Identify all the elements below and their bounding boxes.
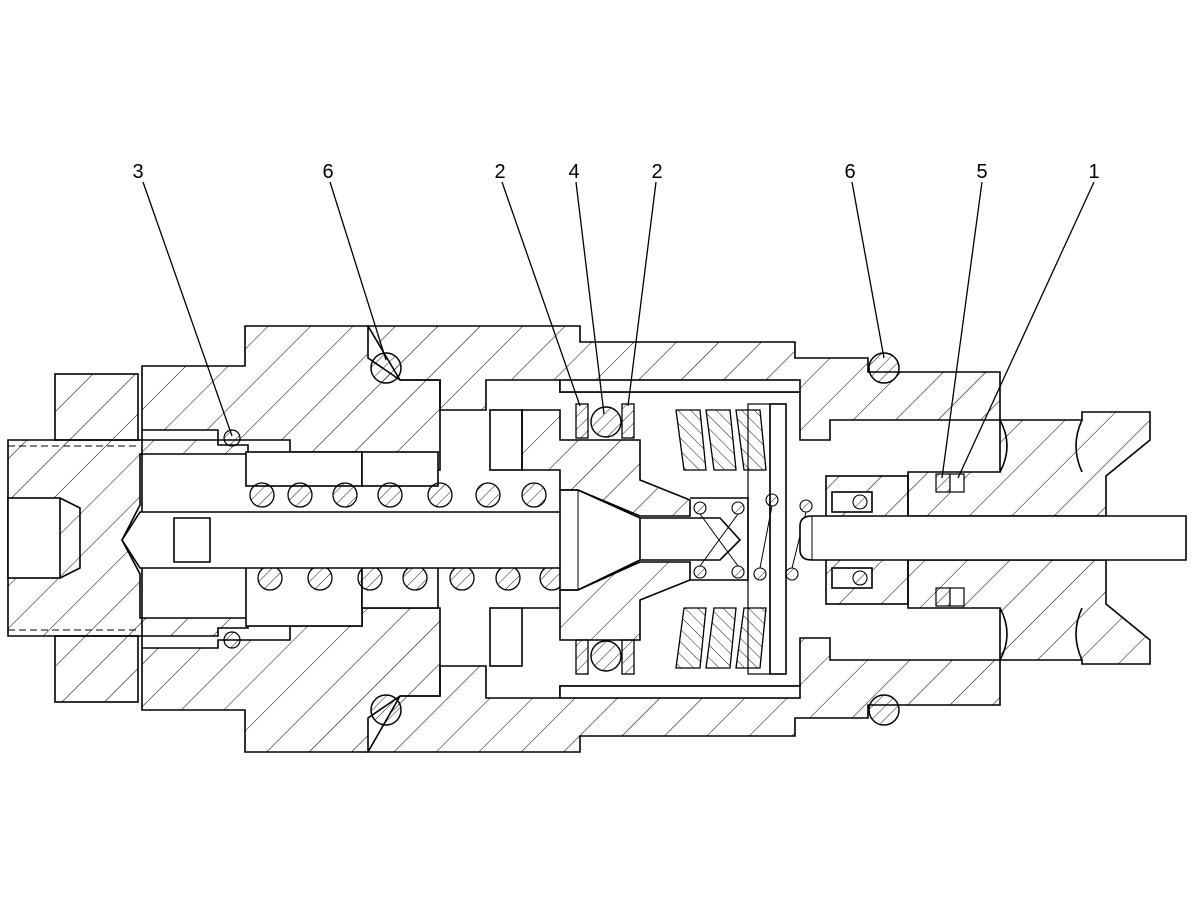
leader-2-right bbox=[627, 181, 657, 407]
callout-4: 4 bbox=[568, 161, 579, 183]
right-seal-pair bbox=[935, 473, 965, 607]
callout-3: 3 bbox=[132, 161, 143, 183]
center-coil-spring bbox=[690, 493, 813, 581]
leader-1 bbox=[957, 181, 1095, 479]
left-coil-spring bbox=[249, 482, 565, 591]
callout-leaders bbox=[142, 181, 1095, 479]
disc-spring-stack bbox=[675, 403, 787, 675]
left-end-fitting bbox=[7, 439, 249, 637]
callout-6-right: 6 bbox=[844, 161, 855, 183]
left-hex-nut bbox=[54, 373, 139, 703]
right-end-fitting bbox=[907, 411, 1151, 665]
callout-5: 5 bbox=[976, 161, 987, 183]
leader-2-left bbox=[501, 181, 581, 407]
leader-5 bbox=[941, 181, 983, 479]
outer-o-rings bbox=[370, 352, 900, 726]
callout-2-right: 2 bbox=[651, 161, 662, 183]
leader-3 bbox=[142, 181, 233, 437]
spool-body bbox=[521, 379, 801, 699]
backup-rings-and-seal bbox=[575, 403, 635, 675]
leader-6-left bbox=[329, 181, 387, 361]
leader-4 bbox=[575, 181, 605, 415]
callout-2-left: 2 bbox=[494, 161, 505, 183]
callout-6-left: 6 bbox=[322, 161, 333, 183]
callout-labels: 3 6 2 4 2 6 5 1 bbox=[132, 161, 1099, 183]
leader-6-right bbox=[851, 181, 885, 359]
left-seal bbox=[223, 429, 241, 649]
callout-1: 1 bbox=[1088, 161, 1099, 183]
right-piston-and-tube bbox=[799, 475, 1187, 605]
